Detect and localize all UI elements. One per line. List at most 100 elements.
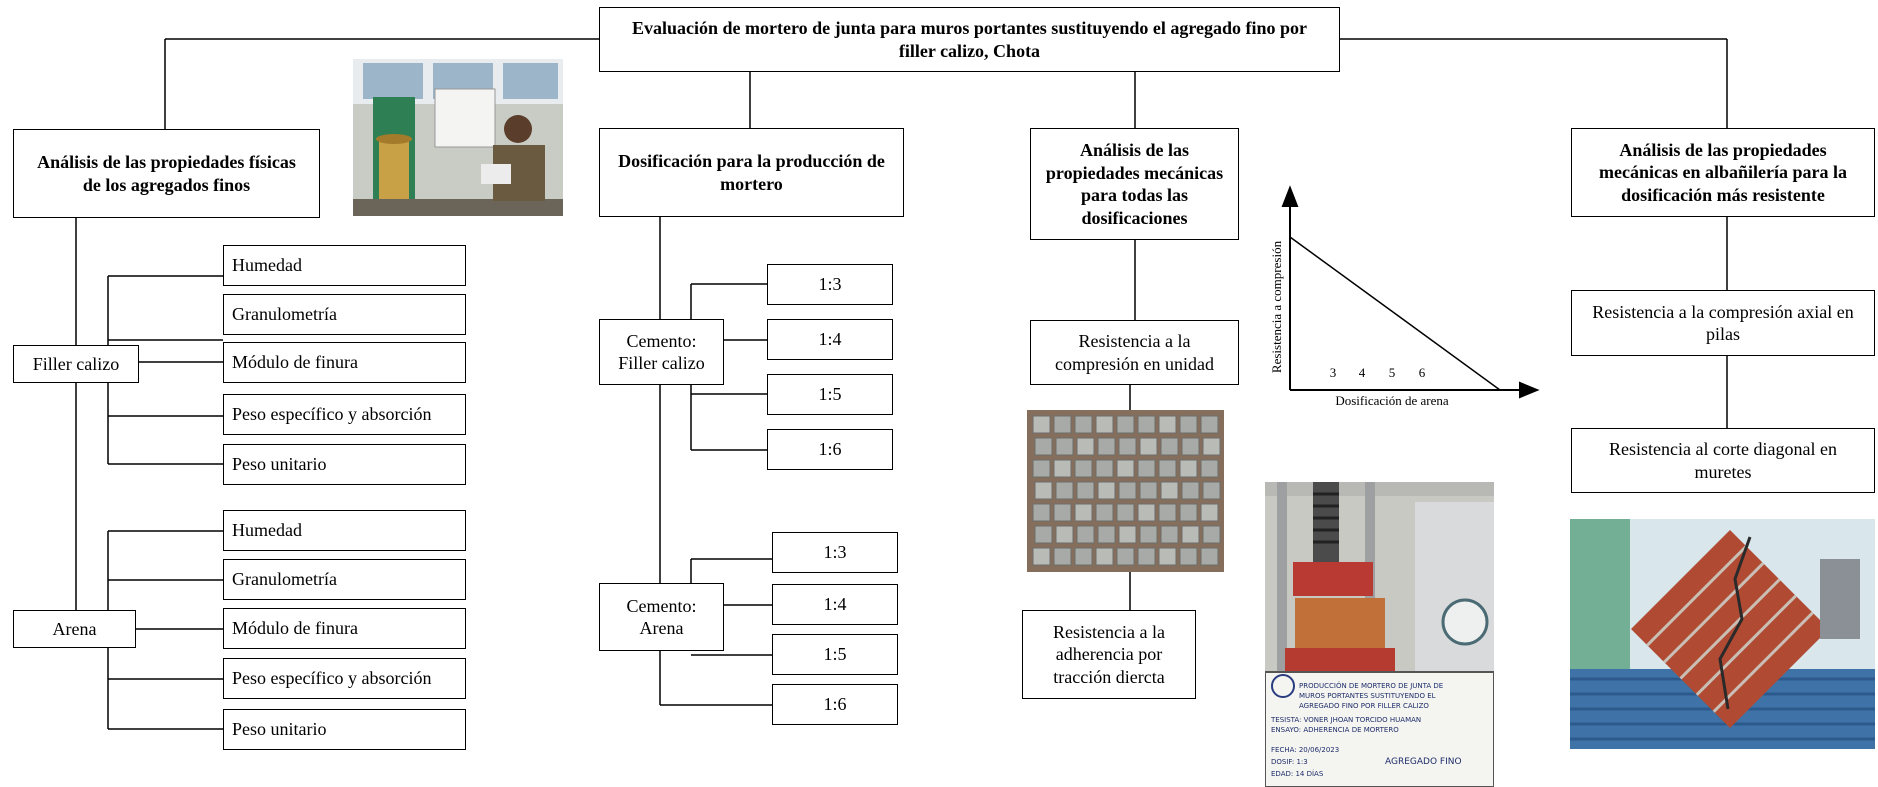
mortar-cube — [1139, 481, 1158, 500]
mortar-cube — [1095, 415, 1114, 434]
filler-ratio-1-6: 1:6 — [767, 429, 893, 470]
mortar-cube — [1202, 481, 1221, 500]
mortar-cube — [1137, 547, 1156, 566]
mortar-cube — [1032, 503, 1051, 522]
arena-ratio-1-4: 1:4 — [772, 584, 898, 625]
mortar-cube — [1179, 547, 1198, 566]
x-tick-3: 3 — [1330, 365, 1337, 380]
mortar-cube — [1200, 459, 1219, 478]
mortar-cube — [1160, 525, 1179, 544]
axial-compression-box: Resistencia a la compresión axial en pil… — [1571, 290, 1875, 356]
mortar-cube — [1158, 459, 1177, 478]
arena-prop-peso-unitario: Peso unitario — [223, 709, 466, 750]
dosage-heading: Dosificación para la producción de morte… — [599, 128, 904, 217]
arena-prop-granulometria: Granulometría — [223, 559, 466, 600]
mortar-cube — [1137, 503, 1156, 522]
mortar-cube — [1137, 415, 1156, 434]
mortar-cube — [1076, 525, 1095, 544]
physical-properties-heading: Análisis de las propiedades físicas de l… — [13, 129, 320, 218]
whiteboard-tag: AGREGADO FINO — [1385, 757, 1462, 767]
mortar-cube — [1137, 459, 1156, 478]
mechanical-all-heading: Análisis de las propiedades mecánicas pa… — [1030, 128, 1239, 240]
unit-compression-box: Resistencia a la compresión en unidad — [1030, 320, 1239, 385]
mortar-cube — [1053, 415, 1072, 434]
y-axis-arrow — [1281, 185, 1299, 207]
filler-ratio-1-3: 1:3 — [767, 264, 893, 305]
mortar-cube — [1181, 525, 1200, 544]
mortar-cube — [1074, 547, 1093, 566]
mortar-cube — [1181, 481, 1200, 500]
mortar-cube — [1158, 415, 1177, 434]
mortar-cube — [1055, 437, 1074, 456]
whiteboard-line: PRODUCCIÓN DE MORTERO DE JUNTA DE — [1299, 681, 1443, 690]
mortar-cube — [1076, 481, 1095, 500]
mortar-cube — [1160, 481, 1179, 500]
filler-prop-peso-especifico: Peso específico y absorción — [223, 394, 466, 435]
mortar-cube — [1034, 481, 1053, 500]
diagram-title: Evaluación de mortero de junta para muro… — [599, 7, 1340, 72]
chart-x-label: Dosificación de arena — [1335, 393, 1449, 408]
mortar-cube — [1097, 525, 1116, 544]
mortar-cube — [1074, 459, 1093, 478]
x-tick-6: 6 — [1419, 365, 1426, 380]
whiteboard-line: AGREGADO FINO POR FILLER CALIZO — [1299, 702, 1429, 710]
mortar-cube — [1097, 481, 1116, 500]
filler-prop-humedad: Humedad — [223, 245, 466, 286]
mortar-cubes-photo — [1027, 410, 1224, 572]
mortar-cube — [1074, 415, 1093, 434]
mortar-cube — [1055, 481, 1074, 500]
arena-ratio-1-5: 1:5 — [772, 634, 898, 675]
mortar-cube — [1181, 437, 1200, 456]
compression-machine-photo: PRODUCCIÓN DE MORTERO DE JUNTA DE MUROS … — [1265, 482, 1494, 787]
arena-ratio-1-6: 1:6 — [772, 684, 898, 725]
mechanical-best-heading: Análisis de las propiedades mecánicas en… — [1571, 128, 1875, 217]
mortar-cube — [1034, 437, 1053, 456]
arena-prop-peso-especifico: Peso específico y absorción — [223, 658, 466, 699]
x-tick-4: 4 — [1359, 365, 1366, 380]
mortar-cube — [1116, 547, 1135, 566]
mortar-cube — [1118, 437, 1137, 456]
mortar-cube — [1097, 437, 1116, 456]
filler-calizo-node: Filler calizo — [13, 345, 139, 383]
arena-node: Arena — [13, 610, 136, 648]
mortar-cube — [1139, 525, 1158, 544]
x-axis-arrow — [1519, 381, 1540, 399]
mortar-cube — [1158, 503, 1177, 522]
whiteboard-line: ENSAYO: ADHERENCIA DE MORTERO — [1271, 726, 1399, 734]
mortar-cube — [1095, 547, 1114, 566]
filler-ratio-1-5: 1:5 — [767, 374, 893, 415]
diagonal-shear-box: Resistencia al corte diagonal en muretes — [1571, 428, 1875, 493]
mortar-cube — [1179, 503, 1198, 522]
cemento-arena-node: Cemento: Arena — [599, 583, 724, 651]
mortar-cube — [1032, 547, 1051, 566]
x-tick-5: 5 — [1389, 365, 1396, 380]
whiteboard-line: TESISTA: VONER JHOAN TORCIDO HUAMAN — [1270, 716, 1421, 724]
mortar-cube — [1076, 437, 1095, 456]
mortar-cube — [1200, 503, 1219, 522]
mortar-cube — [1139, 437, 1158, 456]
mortar-cube — [1095, 459, 1114, 478]
sieve-shaker-photo — [353, 59, 563, 216]
mortar-cube — [1179, 415, 1198, 434]
mortar-cube — [1032, 415, 1051, 434]
arena-ratio-1-3: 1:3 — [772, 532, 898, 573]
arena-prop-modulo-finura: Módulo de finura — [223, 608, 466, 649]
mortar-cube — [1179, 459, 1198, 478]
strength-vs-dosage-chart: 3 4 5 6 Dosificación de arena Resistenci… — [1269, 185, 1540, 408]
mortar-cube — [1053, 547, 1072, 566]
filler-prop-modulo-finura: Módulo de finura — [223, 342, 466, 383]
cemento-filler-node: Cemento: Filler calizo — [599, 319, 724, 385]
mortar-cube — [1116, 503, 1135, 522]
mortar-cube — [1116, 415, 1135, 434]
whiteboard-line: FECHA: 20/06/2023 — [1271, 746, 1339, 754]
whiteboard-line: DOSIF: 1:3 — [1271, 758, 1308, 766]
adhesion-box: Resistencia a la adherencia por tracción… — [1022, 610, 1196, 699]
mortar-cube — [1053, 459, 1072, 478]
mortar-cube — [1160, 437, 1179, 456]
mortar-cube — [1202, 525, 1221, 544]
chart-y-label: Resistencia a compresión — [1269, 240, 1284, 373]
decreasing-trend-line — [1289, 236, 1501, 391]
mortar-cube — [1118, 525, 1137, 544]
mortar-cube — [1158, 547, 1177, 566]
whiteboard-line: MUROS PORTANTES SUSTITUYENDO EL — [1299, 692, 1436, 700]
